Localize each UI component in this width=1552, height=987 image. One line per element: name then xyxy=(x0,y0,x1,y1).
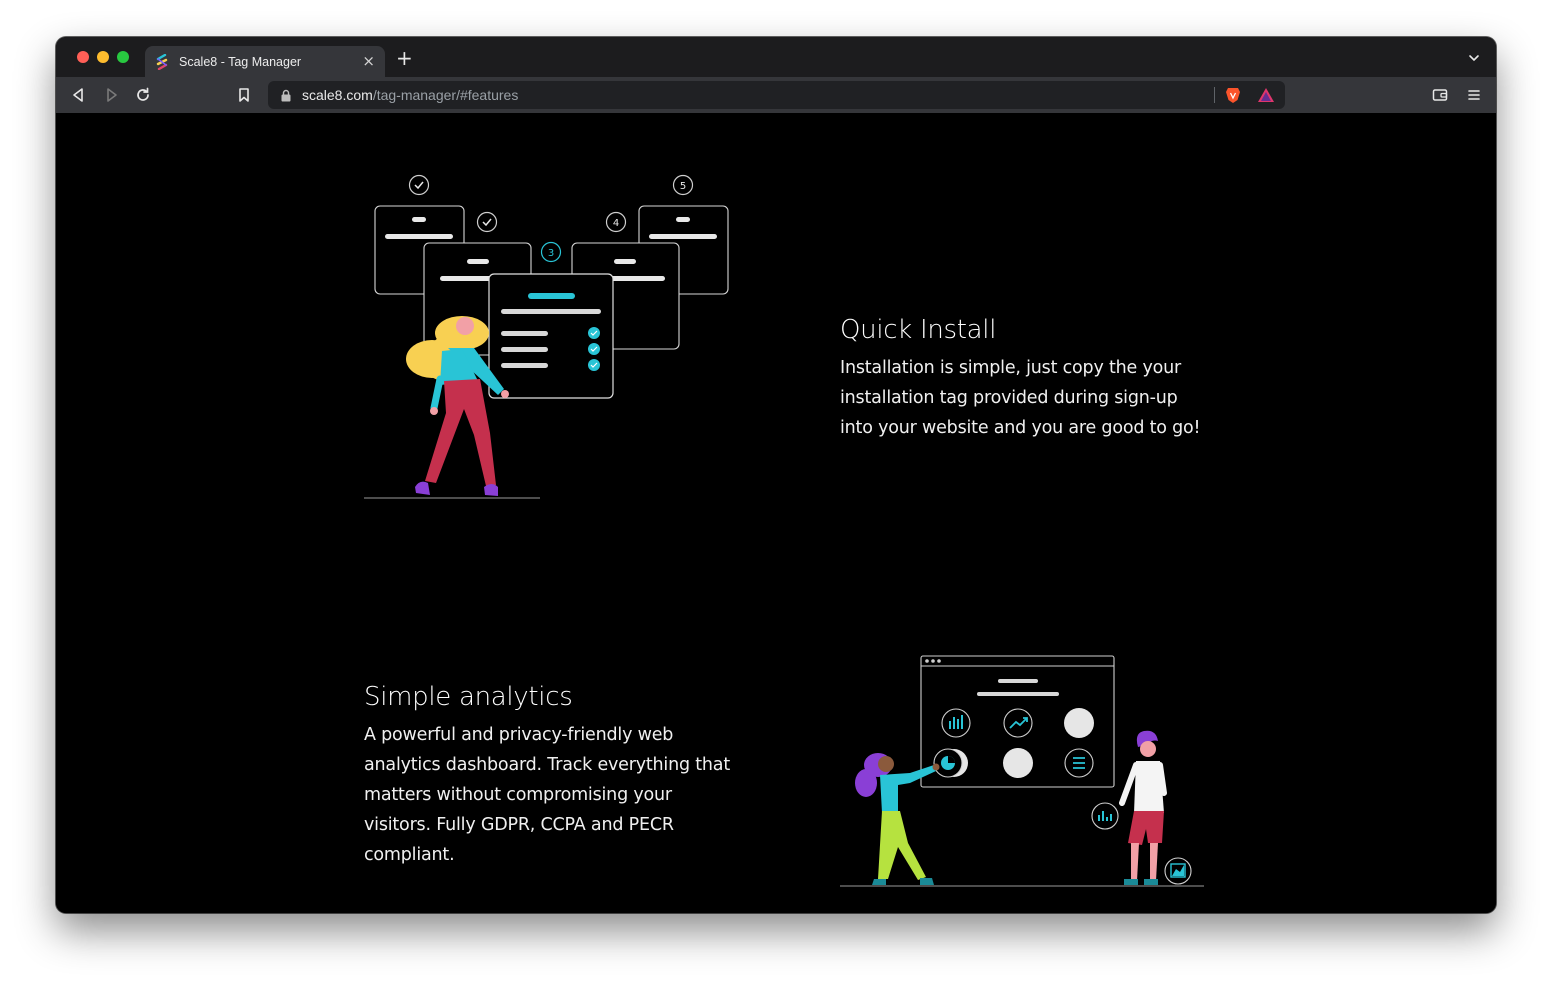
address-bar[interactable]: scale8.com/tag-manager/#features xyxy=(268,81,1285,109)
quick-install-illustration: 3 4 5 xyxy=(364,174,729,499)
forward-icon[interactable] xyxy=(102,86,120,104)
step-4-badge: 4 xyxy=(605,211,627,233)
url-host: scale8.com xyxy=(302,87,373,103)
tab-close-icon[interactable]: × xyxy=(362,52,375,70)
step-done-badge xyxy=(408,174,430,196)
lock-icon xyxy=(281,89,291,101)
url-text: scale8.com/tag-manager/#features xyxy=(302,87,518,103)
step-3-badge: 3 xyxy=(540,241,562,263)
feature-title-quick-install: Quick Install xyxy=(840,315,997,345)
step-5-badge: 5 xyxy=(672,174,694,196)
feature-text-quick-install: Installation is simple, just copy the yo… xyxy=(840,358,1201,438)
url-path: /tag-manager/#features xyxy=(372,87,519,103)
browser-window: Scale8 - Tag Manager × + scale8.com/tag-… xyxy=(56,37,1496,913)
svg-text:5: 5 xyxy=(680,181,686,192)
placeholder-circle xyxy=(1064,708,1094,738)
tab-bar: Scale8 - Tag Manager × + xyxy=(56,37,1496,77)
feature-text-simple-analytics: A powerful and privacy-friendly web anal… xyxy=(364,725,730,865)
active-install-card xyxy=(488,273,614,399)
brave-rewards-icon[interactable] xyxy=(1257,87,1275,103)
wallet-icon[interactable] xyxy=(1431,86,1449,104)
woman-figure xyxy=(406,316,509,496)
list-icon xyxy=(1064,748,1094,778)
omnibox-divider xyxy=(1214,87,1215,103)
page-content: 3 4 5 xyxy=(56,113,1496,913)
brave-shields-icon[interactable] xyxy=(1225,86,1241,104)
scale8-logo-icon xyxy=(156,53,168,70)
feature-title-simple-analytics: Simple analytics xyxy=(364,682,573,712)
analytics-illustration xyxy=(840,655,1204,887)
minimize-window-button[interactable] xyxy=(97,51,109,63)
bar-chart-icon xyxy=(941,708,971,738)
man-figure xyxy=(1119,730,1167,885)
chevron-down-icon[interactable] xyxy=(1468,52,1480,64)
menu-icon[interactable] xyxy=(1465,86,1483,104)
new-tab-button[interactable]: + xyxy=(396,46,413,70)
svg-text:3: 3 xyxy=(548,248,554,259)
bar-chart-icon xyxy=(1091,802,1119,830)
back-icon[interactable] xyxy=(70,86,88,104)
trend-icon xyxy=(1003,708,1033,738)
pie-chart-icon xyxy=(933,748,968,778)
tab-scale8[interactable]: Scale8 - Tag Manager × xyxy=(145,46,385,77)
close-window-button[interactable] xyxy=(77,51,89,63)
svg-text:4: 4 xyxy=(613,218,619,229)
woman-figure xyxy=(855,753,940,885)
placeholder-circle xyxy=(1003,748,1033,778)
browser-toolbar: scale8.com/tag-manager/#features xyxy=(56,77,1496,113)
area-chart-icon xyxy=(1164,857,1192,885)
bookmark-icon[interactable] xyxy=(235,86,253,104)
step-done-badge xyxy=(476,211,498,233)
maximize-window-button[interactable] xyxy=(117,51,129,63)
reload-icon[interactable] xyxy=(134,86,152,104)
tab-title: Scale8 - Tag Manager xyxy=(179,54,302,69)
